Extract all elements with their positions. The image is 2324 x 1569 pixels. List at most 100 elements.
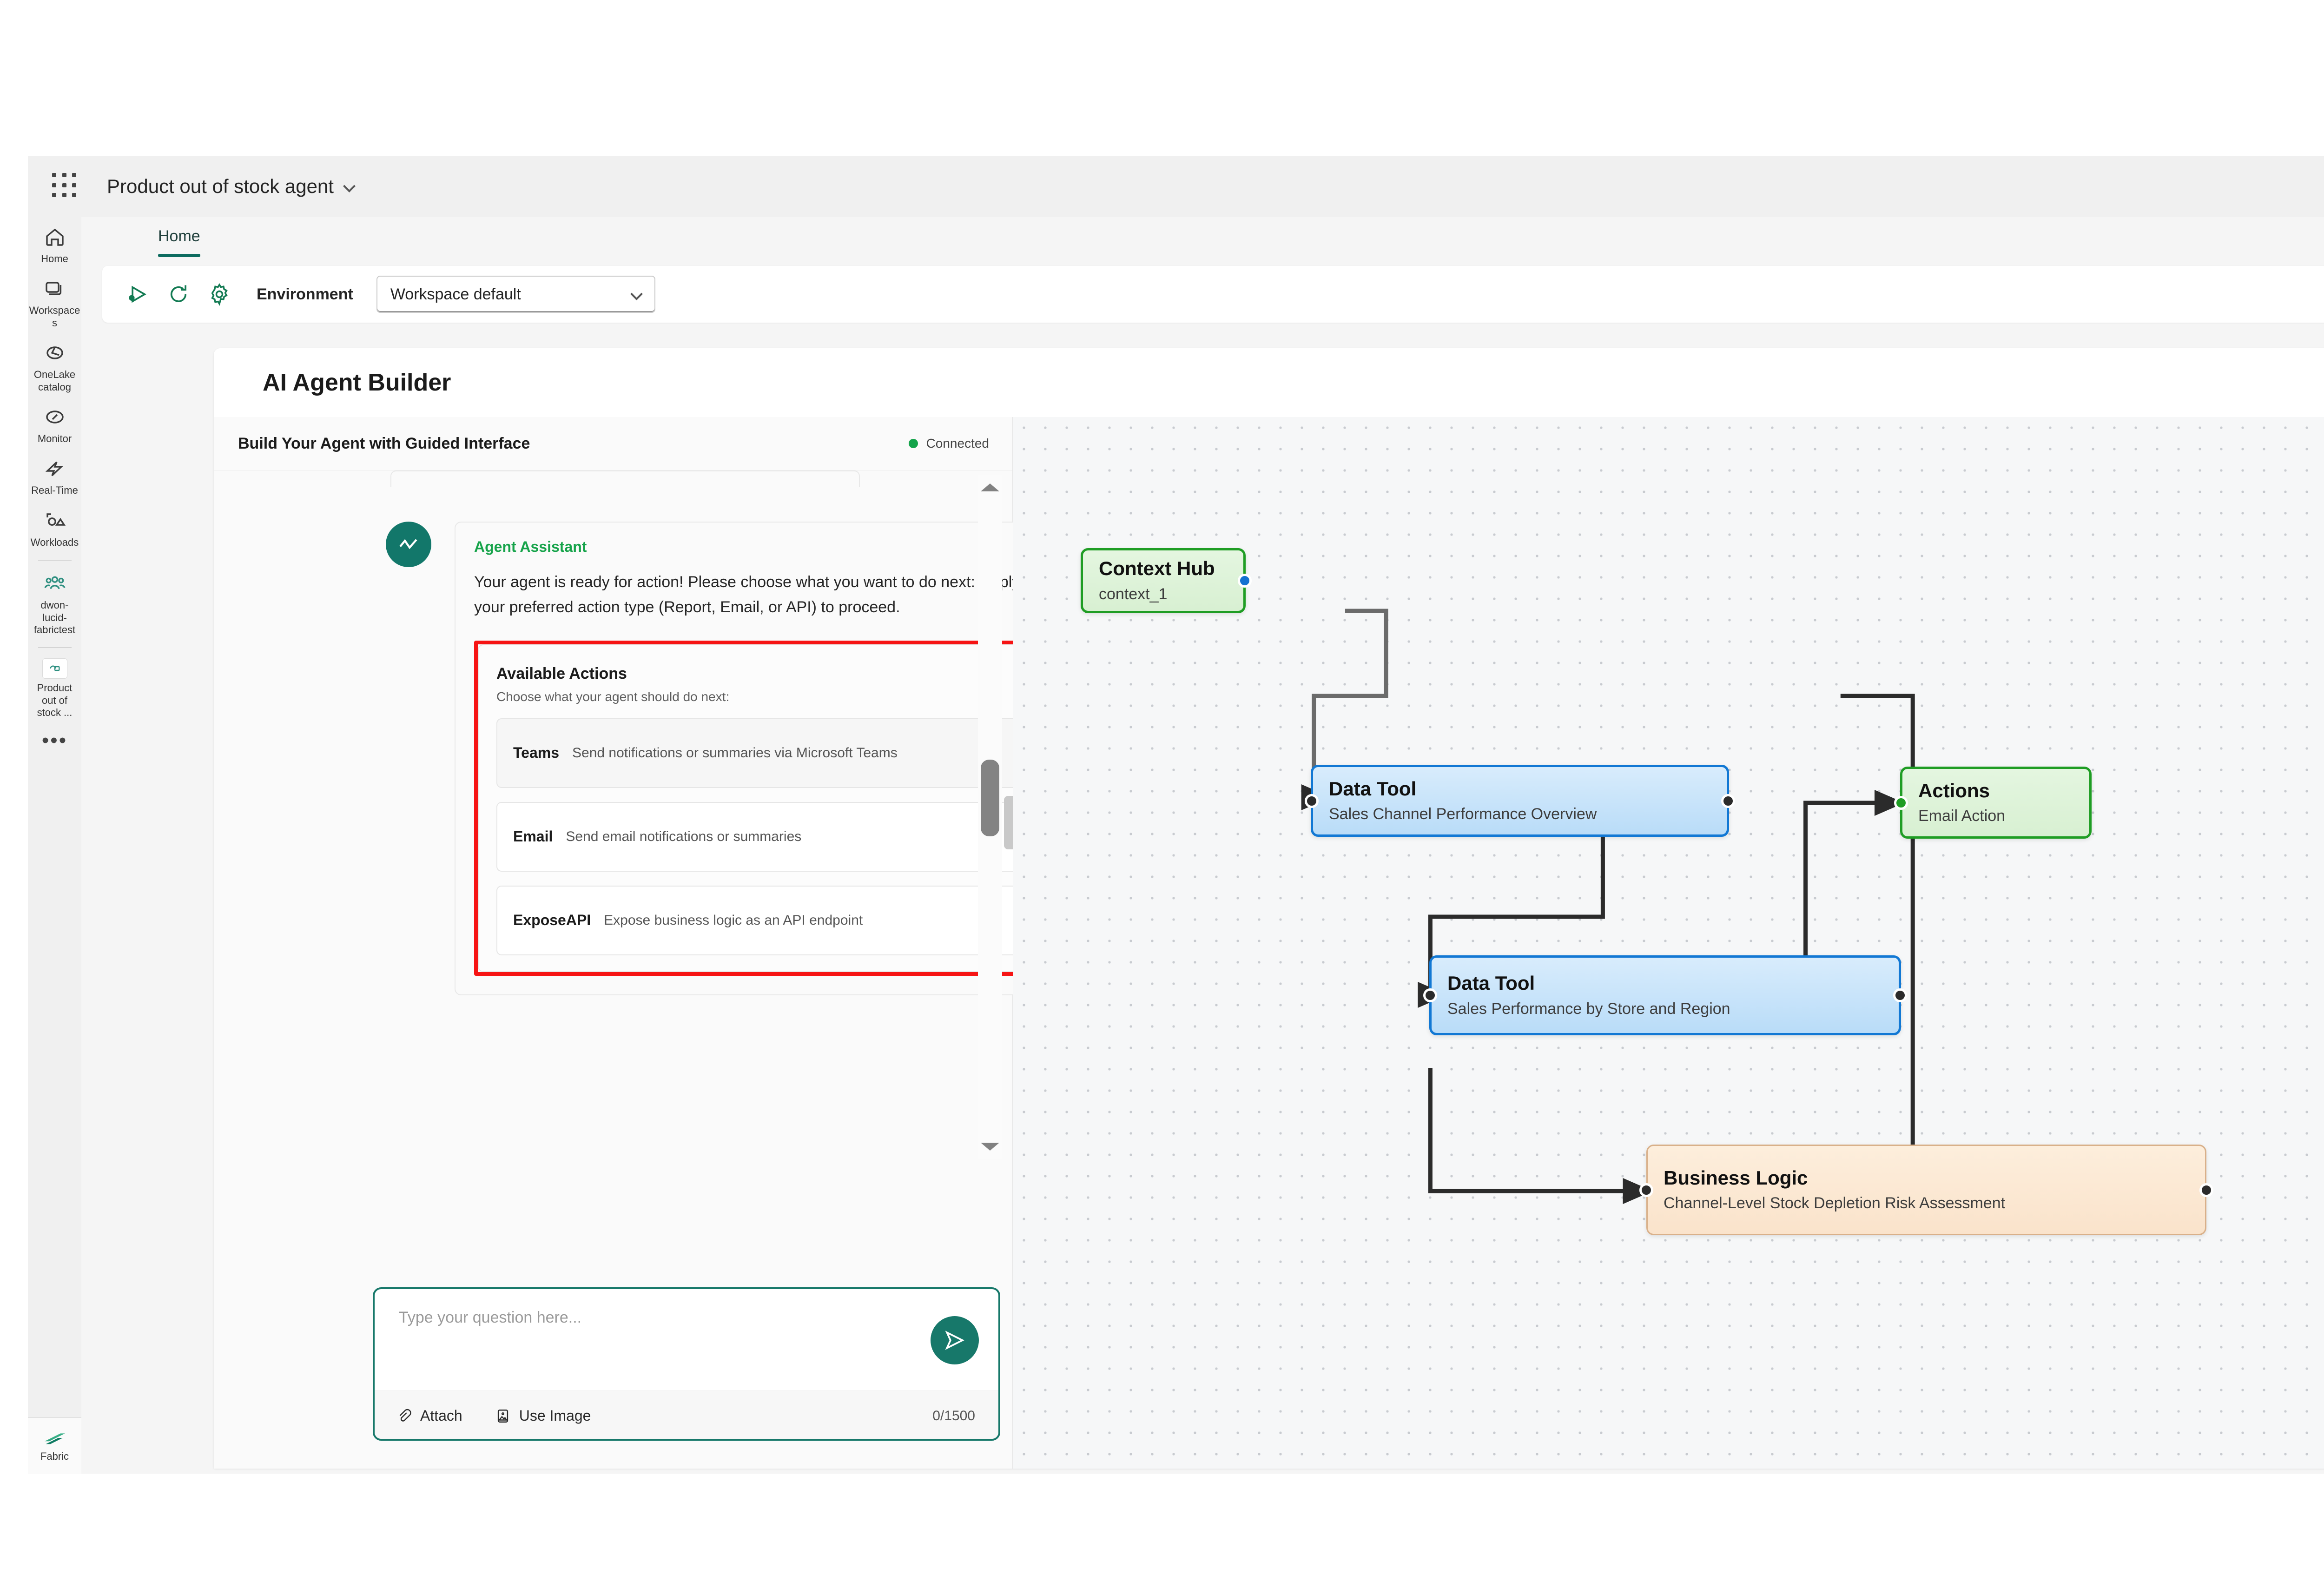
chevron-down-icon: [344, 181, 354, 192]
sidebar-item-workloads[interactable]: Workloads: [28, 501, 81, 552]
attach-label: Attach: [420, 1407, 462, 1424]
use-image-label: Use Image: [519, 1407, 591, 1424]
status-dot-icon: [908, 439, 918, 448]
fabric-label: Fabric: [40, 1450, 69, 1463]
node-subtitle: Sales Channel Performance Overview: [1329, 805, 1597, 823]
send-icon: [945, 1331, 964, 1350]
node-type: Data Tool: [1329, 777, 1417, 800]
sidebar-item-home[interactable]: Home: [28, 217, 81, 269]
sidebar-label: Monitor: [37, 432, 72, 444]
character-counter: 0/1500: [932, 1408, 975, 1423]
send-button[interactable]: [931, 1316, 979, 1364]
node-input-port[interactable]: [1639, 1183, 1653, 1197]
image-icon: [497, 1409, 508, 1423]
available-actions-title: Available Actions: [496, 664, 627, 682]
node-context-hub[interactable]: Context Hub context_1: [1081, 548, 1252, 613]
environment-label: Environment: [257, 285, 353, 303]
run-icon[interactable]: [125, 282, 150, 306]
sidebar-label: Home: [41, 253, 68, 265]
available-actions-subtitle: Choose what your agent should do next:: [496, 689, 730, 704]
action-option-email[interactable]: Email Send email notifications or summar…: [496, 801, 1013, 872]
real-time-icon: [42, 456, 67, 481]
node-input-port[interactable]: [1305, 794, 1319, 808]
chat-panel-header: Build Your Agent with Guided Interface C…: [214, 417, 1012, 470]
chat-scrollbar[interactable]: [978, 475, 1031, 1159]
sidebar-item-product-out-of-stock[interactable]: Product out of stock ...: [28, 651, 81, 722]
chat-panel-title: Build Your Agent with Guided Interface: [238, 434, 530, 452]
node-type: Actions: [1918, 779, 1990, 801]
node-subtitle: Email Action: [1918, 807, 2006, 825]
sidebar-item-onelake-catalog[interactable]: OneLake catalog: [28, 333, 81, 397]
scroll-down-arrow-icon[interactable]: [978, 1134, 1002, 1159]
question-input[interactable]: Type your question here...: [399, 1309, 582, 1326]
assistant-name: Agent Assistant: [474, 538, 587, 555]
node-business-logic[interactable]: Business Logic Channel-Level Stock Deple…: [1639, 1145, 2213, 1235]
scrollbar-thumb[interactable]: [981, 760, 999, 836]
sidebar-item-workspace[interactable]: dwon-lucid-fabrictest: [28, 563, 81, 640]
node-subtitle: Sales Performance by Store and Region: [1447, 1000, 1730, 1018]
sidebar-label: Product out of stock ...: [37, 682, 73, 719]
tab-home[interactable]: Home: [158, 217, 200, 257]
node-type: Data Tool: [1447, 972, 1535, 994]
refresh-icon[interactable]: [166, 282, 191, 306]
chevron-down-icon: [631, 289, 641, 299]
action-option-teams[interactable]: Teams Send notifications or summaries vi…: [496, 718, 1013, 788]
people-group-icon: [42, 571, 67, 596]
action-description: Send email notifications or summaries: [566, 829, 802, 845]
attach-button[interactable]: Attach: [396, 1407, 462, 1424]
available-actions-highlight: Available Actions Choose what your agent…: [474, 640, 1013, 976]
fabric-app-window: Product out of stock agent Search Trial:…: [28, 156, 2324, 1474]
sidebar-item-workspaces[interactable]: Workspaces: [28, 269, 81, 333]
tab-active-underline: [158, 254, 200, 257]
node-type: Context Hub: [1099, 557, 1215, 580]
action-description: Send notifications or summaries via Micr…: [572, 745, 898, 761]
sidebar-label: dwon-lucid-fabrictest: [33, 599, 76, 636]
content-area: Home Environment Workspace default: [81, 217, 2324, 1474]
workloads-icon: [42, 508, 67, 533]
ai-agent-builder-card: AI Agent Builder Publish Build Your Agen…: [214, 348, 2324, 1469]
agent-item-icon: [42, 658, 67, 679]
sidebar-item-real-time[interactable]: Real-Time: [28, 449, 81, 500]
status-label: Connected: [926, 436, 989, 450]
fabric-logo-icon: [44, 1433, 65, 1444]
settings-icon[interactable]: [207, 282, 231, 306]
builder-split-layout: Build Your Agent with Guided Interface C…: [214, 417, 2324, 1469]
node-subtitle: context_1: [1099, 585, 1168, 603]
node-data-tool-sales-channel[interactable]: Data Tool Sales Channel Performance Over…: [1305, 765, 1735, 837]
agent-title-dropdown[interactable]: Product out of stock agent: [107, 175, 354, 198]
sidebar-item-monitor[interactable]: Monitor: [28, 397, 81, 449]
message-composer: Type your question here... Att: [373, 1287, 1000, 1441]
node-actions-email[interactable]: Actions Email Action: [1894, 767, 2092, 839]
rail-divider: [38, 560, 72, 561]
flow-canvas[interactable]: Context Hub context_1 Data Tool Sales Ch…: [1013, 417, 2324, 1469]
app-launcher-icon[interactable]: [52, 173, 79, 200]
environment-value: Workspace default: [390, 285, 521, 303]
chat-message-list[interactable]: Agent Assistant Your agent is ready for …: [214, 470, 1013, 1163]
use-image-button[interactable]: Use Image: [495, 1407, 591, 1424]
tab-label: Home: [158, 227, 200, 245]
node-data-tool-sales-performance[interactable]: Data Tool Sales Performance by Store and…: [1423, 955, 1907, 1035]
node-output-port[interactable]: [1721, 794, 1735, 808]
command-toolbar: Environment Workspace default: [102, 266, 2324, 323]
sidebar-label: OneLake catalog: [33, 369, 76, 393]
paperclip-icon: [399, 1409, 411, 1422]
node-output-port[interactable]: [1238, 574, 1252, 588]
action-option-exposeapi[interactable]: ExposeAPI Expose business logic as an AP…: [496, 885, 1013, 955]
node-input-port[interactable]: [1894, 795, 1908, 810]
node-output-port[interactable]: [1893, 988, 1907, 1002]
tab-bar: Home: [81, 217, 2324, 266]
onelake-catalog-icon: [42, 340, 67, 365]
scrollbar-track[interactable]: [978, 499, 1002, 1134]
node-type: Business Logic: [1664, 1166, 1808, 1189]
environment-dropdown[interactable]: Workspace default: [376, 276, 655, 313]
scroll-up-arrow-icon[interactable]: [978, 475, 1002, 499]
sidebar-more-button[interactable]: •••: [41, 729, 68, 752]
assistant-message-bubble: Agent Assistant Your agent is ready for …: [455, 522, 1013, 995]
assistant-message-row: Agent Assistant Your agent is ready for …: [386, 522, 1013, 995]
composer-footer: Attach Use Image 0/1500: [375, 1390, 998, 1439]
workspaces-icon: [42, 276, 67, 301]
node-input-port[interactable]: [1423, 988, 1437, 1002]
action-key: Email: [513, 828, 553, 845]
node-output-port[interactable]: [2199, 1183, 2213, 1197]
fabric-branding[interactable]: Fabric: [28, 1417, 81, 1474]
